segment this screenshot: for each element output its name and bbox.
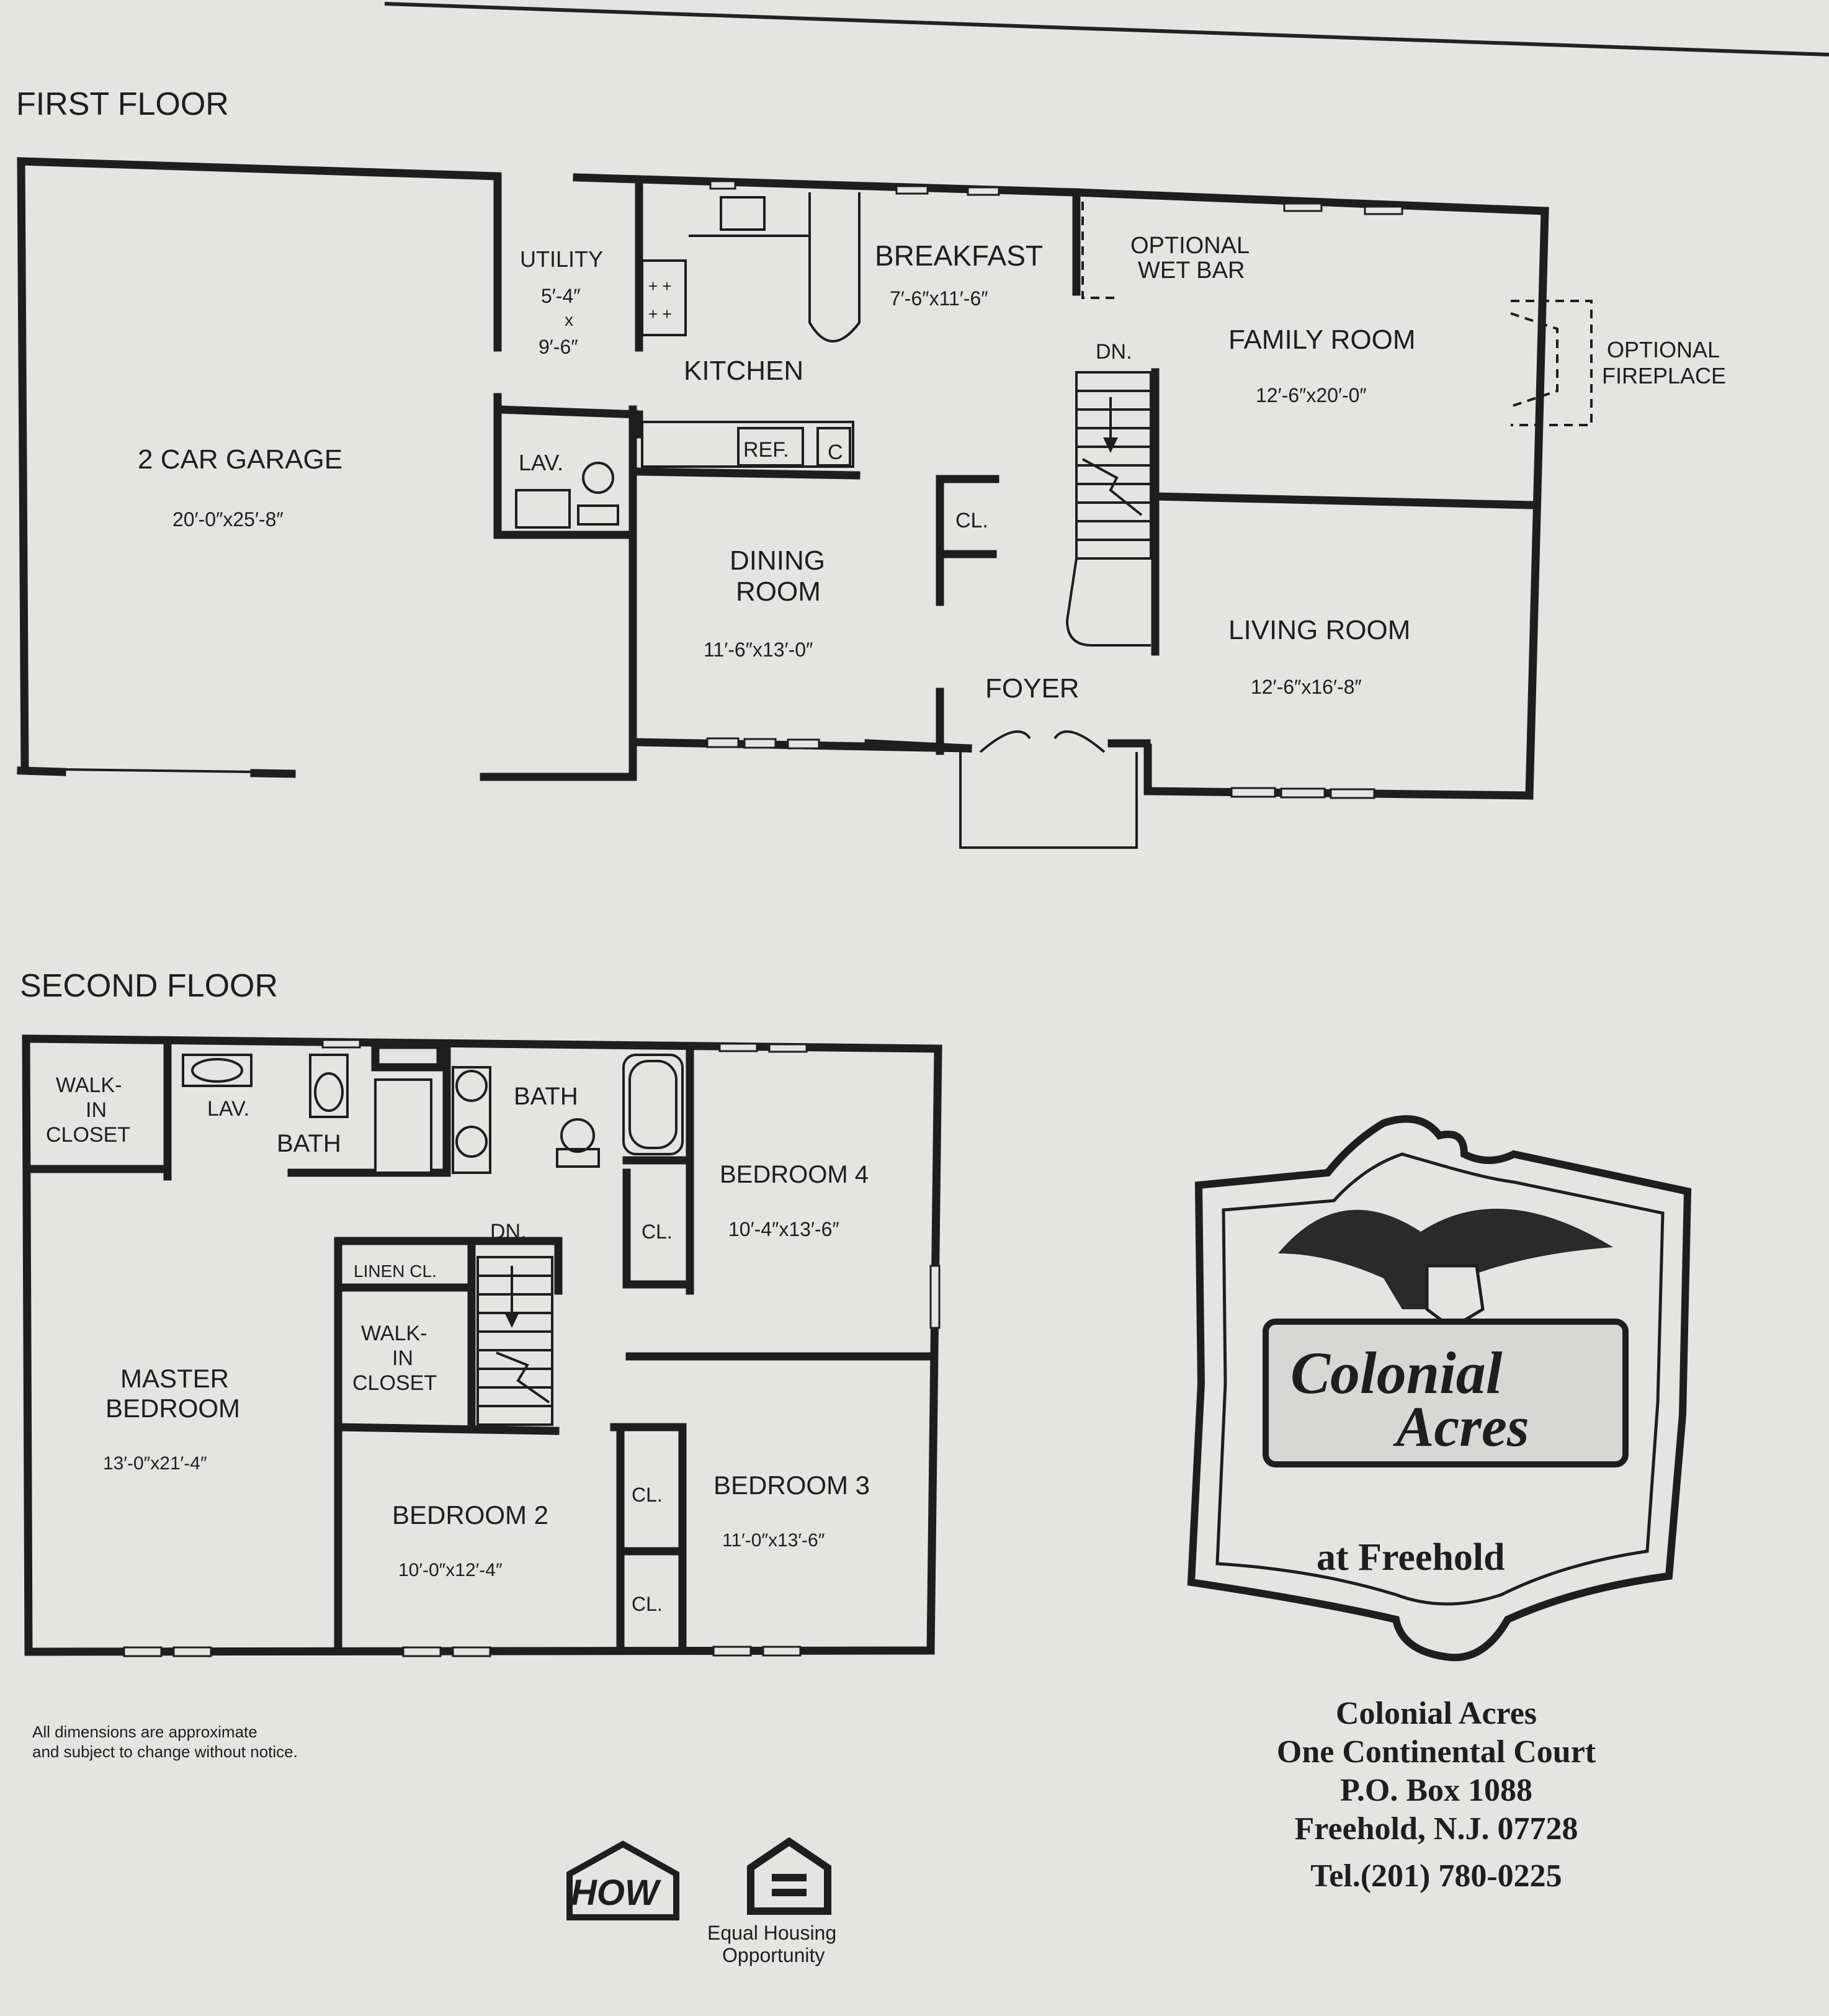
second-floor-windows [123, 1039, 941, 1657]
contact-line-4: Freehold, N.J. 07728 [1295, 1811, 1578, 1847]
utility-dim-2: 9′-6″ [539, 336, 578, 358]
walkin-closet-2-line-1: WALK- [361, 1322, 427, 1345]
crest-at-freehold-text: at Freehold [1317, 1536, 1505, 1579]
family-room-label: FAMILY ROOM [1228, 325, 1416, 355]
dining-label-1: DINING [730, 545, 825, 576]
dining-dims: 11′-6″x13′-0″ [704, 638, 813, 661]
living-room-dims: 12′-6″x16′-8″ [1251, 676, 1362, 698]
second-floor-lav-label: LAV. [207, 1097, 249, 1121]
how-logo-icon: HOW [566, 1840, 679, 1920]
kitchen-fixtures: + + + + [641, 192, 861, 468]
master-bedroom-line-1: MASTER [120, 1364, 229, 1393]
bedroom-3-label: BEDROOM 3 [713, 1471, 870, 1500]
foyer-label: FOYER [985, 673, 1080, 704]
crest-nameplate [1263, 1319, 1629, 1467]
equal-housing-line-2: Opportunity [722, 1944, 825, 1966]
first-floor-plan: FIRST FLOOR [16, 86, 1726, 849]
first-floor-heading: FIRST FLOOR [16, 86, 229, 122]
walkin-closet-1-line-2: IN [86, 1098, 107, 1122]
kitchen-label: KITCHEN [684, 356, 803, 386]
breakfast-dims: 7′-6″x11′-6″ [890, 287, 988, 310]
hall-bath-label: BATH [514, 1083, 578, 1110]
range-icon [641, 259, 687, 336]
contact-line-5: Tel.(201) 780-0225 [1310, 1858, 1562, 1894]
second-floor-plan: SECOND FLOOR [20, 968, 942, 1657]
garage-walls [17, 157, 637, 781]
walkin-closet-2-line-3: CLOSET [352, 1371, 437, 1395]
closet-a-label: CL. [632, 1484, 663, 1506]
eagle-crest-icon [1278, 1208, 1613, 1330]
crest-outline [1187, 1115, 1692, 1662]
walkin-closet-2-line-2: IN [392, 1346, 413, 1370]
lav-fixtures [515, 462, 619, 529]
utility-dim-1: 5′-4″ [541, 285, 581, 307]
contact-block: Colonial Acres One Continental Court P.O… [1277, 1696, 1596, 1894]
second-floor-stair-dn: DN. [490, 1220, 527, 1243]
living-room-label: LIVING ROOM [1228, 615, 1410, 645]
bedroom-2-dims: 10′-0″x12′-4″ [398, 1560, 503, 1580]
dining-foyer-walls [628, 475, 1138, 849]
equal-housing-line-1: Equal Housing [707, 1922, 836, 1944]
master-bedroom-dims: 13′-0″x21′-4″ [103, 1453, 207, 1474]
family-room-dims: 12′-6″x20′-0″ [1256, 384, 1367, 406]
page-edge [384, 2, 1829, 56]
bedroom-4-dims: 10′-4″x13′-6″ [728, 1218, 839, 1240]
dining-label-2: ROOM [736, 576, 821, 607]
utility-dim-x: x [565, 310, 573, 329]
crest-inner-outline [1215, 1152, 1665, 1606]
second-floor-stair [476, 1256, 553, 1426]
lav-label: LAV. [519, 450, 563, 475]
disclaimer-line-2: and subject to change without notice. [32, 1742, 298, 1761]
second-floor-bath-fixtures [182, 1054, 684, 1174]
disclaimer-line-1: All dimensions are approximate [32, 1723, 257, 1741]
bedroom-3-dims: 11′-0″x13′-6″ [722, 1530, 825, 1551]
contact-line-1: Colonial Acres [1336, 1696, 1537, 1731]
sink-icon [720, 196, 766, 231]
colonial-acres-crest: Colonial Acres at Freehold [1187, 1115, 1692, 1662]
walkin-closet-1-line-1: WALK- [56, 1073, 122, 1097]
walkin-closet-1-line-3: CLOSET [46, 1123, 130, 1147]
wet-bar-line-1: OPTIONAL [1130, 233, 1250, 259]
first-floor-windows [706, 180, 1403, 799]
utility-label: UTILITY [520, 246, 603, 272]
first-floor-stair [1065, 371, 1152, 647]
bedroom-4-closet-label: CL. [642, 1221, 673, 1243]
refrigerator [737, 427, 804, 467]
wet-bar-outline [1081, 202, 1120, 299]
c-label: C [828, 441, 843, 464]
contact-line-2: One Continental Court [1277, 1734, 1596, 1770]
first-floor-stair-dn: DN. [1096, 340, 1132, 364]
bedroom-4-label: BEDROOM 4 [720, 1161, 869, 1188]
svg-text:+ +: + + [648, 305, 672, 323]
master-bedroom-line-2: BEDROOM [105, 1394, 240, 1423]
fireplace-outline [1510, 300, 1593, 426]
how-logo-text: HOW [571, 1873, 661, 1913]
first-floor-closet-label: CL. [955, 509, 988, 532]
crest-acres-text: Acres [1393, 1395, 1529, 1458]
contact-line-3: P.O. Box 1088 [1340, 1773, 1532, 1808]
ref-label: REF. [743, 438, 789, 462]
master-bath-label: BATH [277, 1130, 341, 1157]
fireplace-line-2: FIREPLACE [1602, 363, 1726, 388]
garage-label: 2 CAR GARAGE [138, 444, 342, 475]
closet-b-label: CL. [632, 1593, 663, 1615]
fireplace-line-1: OPTIONAL [1607, 337, 1720, 362]
bedroom-2-label: BEDROOM 2 [392, 1500, 548, 1530]
second-floor-heading: SECOND FLOOR [20, 968, 278, 1004]
equal-housing-icon [747, 1837, 831, 1915]
crest-colonial-text: Colonial [1290, 1340, 1503, 1406]
linen-closet-label: LINEN CL. [354, 1261, 437, 1281]
breakfast-label: BREAKFAST [875, 240, 1043, 272]
svg-text:+ +: + + [648, 277, 672, 295]
garage-dims: 20′-0″x25′-8″ [172, 508, 284, 531]
wet-bar-line-2: WET BAR [1138, 258, 1245, 284]
